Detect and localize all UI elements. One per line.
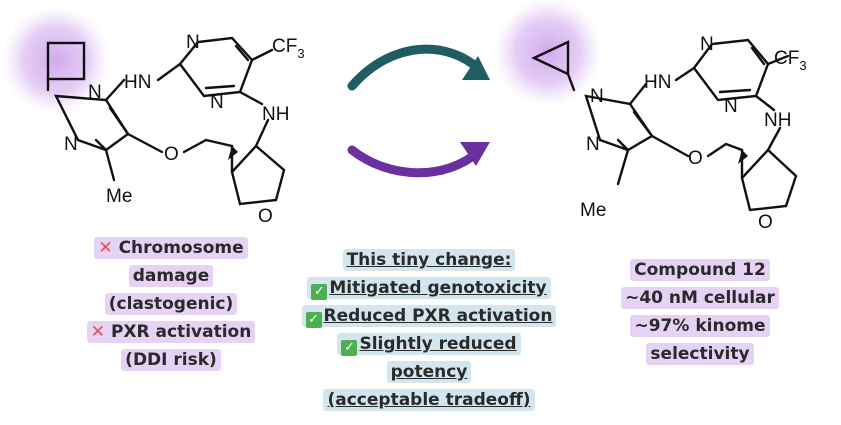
left-pyrazole-ring [53,94,130,152]
left-ether-o: O [164,144,179,165]
compound-info-box: Compound 12 ~40 nM cellular ~97% kinome … [616,256,784,368]
right-pyrazole-ring [584,94,654,152]
cross-icon: ✕ [90,322,105,342]
right-ether-o: O [688,148,703,169]
compound-name: Compound 12 [630,259,770,281]
arrows [347,44,490,178]
drawback-line-2: damage [128,265,214,287]
right-thf-ring [740,148,798,212]
compound-potency: ~40 nM cellular [621,287,779,309]
left-pyrazole-n2: N [64,134,78,155]
right-cf3-label: CF3 [774,48,807,73]
purple-arrowhead [460,142,490,166]
benefit-line-3: ✓Slightly reduced [337,333,521,356]
right-ring-o: O [758,212,773,233]
left-thf-ring [230,144,286,206]
left-nh-label: NH [262,104,289,125]
drawback-line-3: (clastogenic) [104,293,238,315]
benefit-line-2: ✓Reduced PXR activation [301,305,557,328]
compound-selectivity-1: ~97% kinome [630,315,770,337]
left-methyl-label: Me [106,186,132,207]
drawbacks-box: ✕Chromosome damage (clastogenic) ✕PXR ac… [76,234,266,374]
check-icon: ✓ [341,340,358,356]
drawback-line-4: ✕PXR activation [86,321,256,343]
drawback-line-5: (DDI risk) [121,349,221,371]
teal-arrowhead [462,56,490,80]
right-molecule: N N Me HN N N CF3 NH O O [494,0,807,233]
left-ring-o: O [258,206,273,227]
teal-arrow [347,44,485,91]
change-title: This tiny change: [342,249,516,271]
benefit-line-5: (acceptable tradeoff) [323,389,535,411]
left-hn-label: HN [124,72,151,93]
cyclopropane-ring [531,40,570,76]
benefit-line-1: ✓Mitigated genotoxicity [307,277,551,300]
cross-icon: ✕ [98,238,113,258]
compound-selectivity-2: selectivity [646,343,754,365]
purple-arrow [347,145,483,178]
check-icon: ✓ [305,312,322,328]
left-molecule: N N Me HN N N CF3 NH O O [2,6,305,227]
right-pyrazole-n1: N [590,86,604,107]
left-pyrimidine-n2: N [210,92,224,113]
drawback-line-1: ✕Chromosome [94,237,248,259]
right-pyrazole-n2: N [586,134,600,155]
left-highlight-glow [2,6,110,114]
left-pyrazole-n1: N [88,82,102,103]
left-pyrimidine-n1: N [186,32,200,53]
cyclobutane-ring [46,41,86,81]
right-methyl-label: Me [580,200,606,221]
change-summary-box: This tiny change: ✓Mitigated genotoxicit… [296,246,562,414]
benefit-line-4: potency [386,361,472,383]
right-highlight-glow [494,0,602,106]
left-cf3-label: CF3 [272,36,305,61]
right-nh-label: NH [764,110,791,131]
check-icon: ✓ [311,284,328,300]
right-pyrimidine-n1: N [700,34,714,55]
right-hn-label: HN [644,72,671,93]
right-pyrimidine-n2: N [724,96,738,117]
